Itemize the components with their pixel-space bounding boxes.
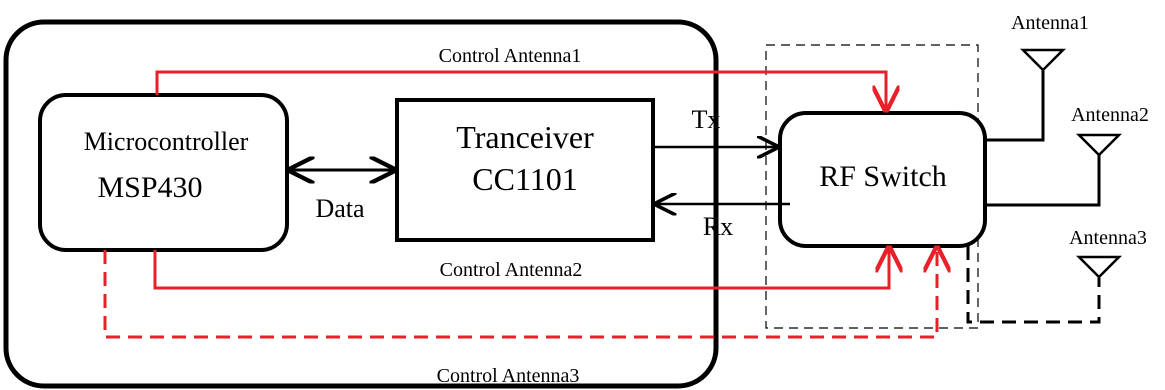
- control-antenna1-label: Control Antenna1: [439, 45, 582, 67]
- control-antenna1-line: [155, 70, 886, 110]
- transceiver-label-2: CC1101: [472, 161, 578, 197]
- antenna1-icon: [1019, 48, 1067, 72]
- mcu-label-2: MSP430: [97, 171, 202, 204]
- antenna1-feed: [985, 70, 1045, 142]
- antenna3-label: Antenna3: [1069, 227, 1147, 249]
- transceiver-label-1: Tranceiver: [456, 119, 594, 155]
- mcu-block: [38, 93, 289, 252]
- control-antenna3-label: Control Antenna3: [437, 365, 580, 387]
- rx-label: Rx: [703, 212, 733, 241]
- control-antenna2-line: [153, 248, 889, 290]
- control-antenna2-label: Control Antenna2: [440, 259, 583, 281]
- rf-switch-label: RF Switch: [819, 160, 947, 193]
- antenna2-feed: [985, 155, 1101, 207]
- antenna1-label: Antenna1: [1011, 12, 1089, 34]
- antenna3-icon: [1075, 255, 1123, 279]
- antenna3-feed: [966, 246, 1101, 324]
- tx-label: Tx: [692, 105, 721, 134]
- data-label: Data: [315, 194, 365, 223]
- antenna2-label: Antenna2: [1071, 104, 1149, 126]
- transceiver-block: [395, 98, 655, 242]
- antenna2-icon: [1075, 133, 1123, 157]
- mcu-label-1: Microcontroller: [84, 127, 249, 156]
